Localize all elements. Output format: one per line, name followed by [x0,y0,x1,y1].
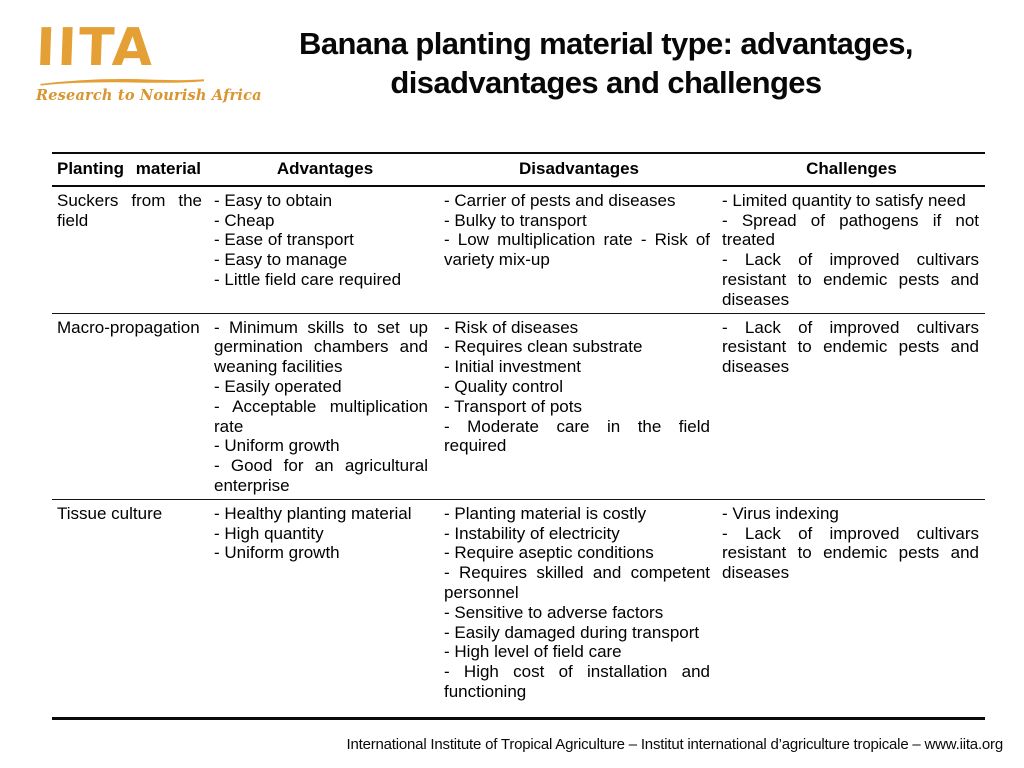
slide-title: Banana planting material type: advantage… [225,24,987,102]
cell-line: Tissue culture [57,503,163,523]
table-row-tissue-culture: Tissue culture - Healthy planting materi… [52,500,985,717]
cell-line: - Cheap [214,210,275,230]
cell-material: Macro-propagation [52,314,210,499]
header-advantages: Advantages [276,159,374,178]
cell-line: - Easily operated [214,376,342,396]
cell-advantages: - Easy to obtain - Cheap - Ease of trans… [210,187,440,313]
cell-line: - Spread of pathogens if not treated [722,210,979,250]
cell-line: - Require aseptic conditions [444,543,654,563]
cell-line: - Acceptable multiplication rate [214,396,428,436]
cell-line: - Quality control [444,376,564,396]
cell-line: - Low multiplication rate - Risk of vari… [444,230,710,270]
logo-tagline: Research to Nourish Africa [36,87,262,104]
table-header-row: Planting material Advantages Disadvantag… [52,154,985,187]
planting-material-table: Planting material Advantages Disadvantag… [52,152,985,720]
slide-footer: International Institute of Tropical Agri… [346,736,1004,753]
cell-line: - Little field care required [214,269,402,289]
cell-line: - High level of field care [444,642,622,662]
cell-line: Suckers from the field [57,190,202,230]
cell-challenges: - Virus indexing - Lack of improved cult… [718,500,985,717]
cell-line: - Ease of transport [214,230,354,250]
header-challenges: Challenges [806,159,897,178]
cell-line: - Initial investment [444,357,581,377]
cell-line: - Easy to obtain [214,190,333,210]
cell-line: - Easily damaged during transport [444,622,700,642]
cell-line: Macro-propagation [57,317,200,337]
cell-line: - High quantity [214,523,324,543]
cell-line: - Requires clean substrate [444,337,643,357]
cell-disadvantages: - Carrier of pests and diseases - Bulky … [440,187,718,313]
logo-swoosh-icon [40,79,204,86]
cell-line: - Lack of improved cultivars resistant t… [722,250,979,309]
cell-line: - Lack of improved cultivars resistant t… [722,523,979,583]
cell-line: - Requires skilled and competent personn… [444,563,710,602]
cell-line: - Transport of pots [444,396,582,416]
cell-advantages: - Minimum skills to set up germination c… [210,314,440,499]
cell-line: - Healthy planting material [214,503,412,523]
slide-title-line1: Banana planting material type: advantage… [299,26,914,61]
cell-line: - Sensitive to adverse factors [444,602,664,622]
header-planting-material: Planting material [57,159,201,178]
cell-line: - Planting material is costly [444,503,647,523]
cell-line: - Uniform growth [214,543,340,563]
table-row-suckers: Suckers from the field - Easy to obtain … [52,187,985,314]
cell-line: - Limited quantity to satisfy need [722,190,966,210]
slide-title-line2: disadvantages and challenges [390,65,822,100]
cell-line: - High cost of installation and function… [444,662,710,701]
cell-line: - Bulky to transport [444,210,587,230]
cell-disadvantages: - Risk of diseases - Requires clean subs… [440,314,718,499]
cell-line: - Carrier of pests and diseases [444,190,676,210]
cell-line: - Instability of electricity [444,523,620,543]
header-disadvantages: Disadvantages [519,159,639,178]
iita-logo-text: IITA [34,18,156,78]
cell-line: - Lack of improved cultivars resistant t… [722,317,979,377]
iita-logo: IITA Research to Nourish Africa [34,18,262,114]
cell-challenges: - Limited quantity to satisfy need - Spr… [718,187,985,313]
cell-advantages: - Healthy planting material - High quant… [210,500,440,717]
cell-line: - Easy to manage [214,250,348,270]
cell-line: - Minimum skills to set up germination c… [214,317,428,377]
cell-line: - Moderate care in the field required [444,416,710,456]
cell-disadvantages: - Planting material is costly - Instabil… [440,500,718,717]
table-row-macro-propagation: Macro-propagation - Minimum skills to se… [52,314,985,500]
cell-line: - Good for an agricultural enterprise [214,456,428,495]
cell-challenges: - Lack of improved cultivars resistant t… [718,314,985,499]
cell-line: - Uniform growth [214,436,340,456]
cell-material: Tissue culture [52,500,210,717]
cell-line: - Virus indexing [722,503,839,523]
cell-material: Suckers from the field [52,187,210,313]
cell-line: - Risk of diseases [444,317,579,337]
